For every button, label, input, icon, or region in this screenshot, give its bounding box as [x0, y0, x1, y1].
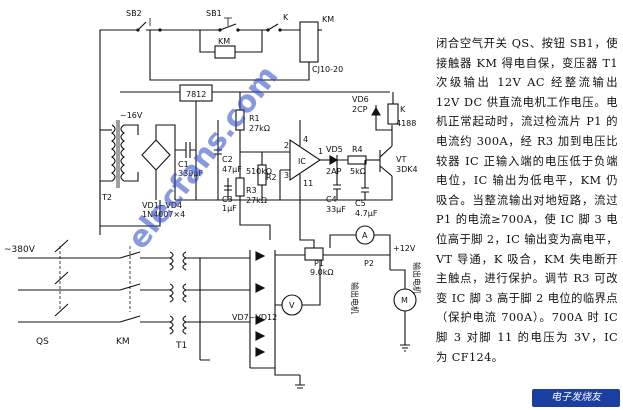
label-t2: T2: [101, 193, 112, 202]
label-vd5-type: 2AP: [326, 167, 342, 176]
label-ammeter: A: [362, 231, 368, 240]
label-r4: R4: [352, 145, 363, 154]
label-motor-desc: 输出电机: [412, 262, 422, 294]
label-pin11: 11: [303, 179, 313, 188]
label-r2-name: R2: [266, 173, 277, 182]
t2-power-supply: [99, 120, 300, 235]
label-pin2: 2: [284, 141, 289, 150]
component-labels: SB2 SB1 K KM KM CJ10-20 7812 R1 27kΩ ~16…: [4, 9, 422, 351]
label-380v: ~380V: [4, 245, 36, 255]
description-text: 闭合空气开关 QS、按钮 SB1，使接触器 KM 得电自保，变压器 T1 次级输…: [436, 37, 618, 364]
label-qs: QS: [36, 337, 49, 347]
label-c4-val: 33μF: [326, 205, 346, 214]
label-vd1-4: VD1~VD4: [142, 201, 182, 210]
label-k-top: K: [283, 13, 289, 22]
label-c3-val: 1μF: [222, 204, 237, 213]
label-t1: T1: [175, 341, 187, 351]
site-logo: 电子发烧友: [532, 389, 620, 407]
comparator-section: [100, 92, 399, 240]
label-c2-val: 47μF: [222, 165, 242, 174]
label-r1-val: 27kΩ: [249, 124, 270, 133]
label-c2: C2: [222, 155, 233, 164]
label-ic: IC: [298, 157, 306, 166]
label-load-desc: 输出电机: [350, 282, 360, 314]
label-vd1-4-type: 1N4007×4: [142, 210, 185, 219]
label-c5: C5: [355, 199, 366, 208]
main-power-circuit: [18, 200, 417, 389]
label-cj-type: CJ10-20: [312, 65, 343, 74]
label-vd7-12: VD7~VD12: [232, 313, 277, 322]
label-r2: 510kΩ: [246, 167, 272, 176]
label-km-relay: KM: [218, 37, 230, 46]
label-r3-val: 27kΩ: [246, 196, 267, 205]
label-vd6: VD6: [352, 95, 369, 104]
label-r1: R1: [249, 114, 260, 123]
control-loop: [99, 17, 390, 200]
label-motor: M: [401, 296, 408, 305]
label-vt-type: 3DK4: [396, 165, 418, 174]
label-p1-val: 9.0kΩ: [310, 268, 333, 277]
label-pin4: 4: [303, 135, 308, 144]
label-7812: 7812: [186, 90, 206, 99]
circuit-diagram: SB2 SB1 K KM KM CJ10-20 7812 R1 27kΩ ~16…: [4, 9, 422, 389]
label-c3: C3: [222, 195, 233, 204]
label-r3: R3: [246, 186, 257, 195]
label-vd6-type: 2CP: [352, 105, 368, 114]
label-plus12: +12V: [393, 244, 416, 253]
label-p1: P1: [314, 259, 324, 268]
label-c4: C4: [326, 195, 337, 204]
label-vt: VT: [396, 155, 406, 164]
label-pin1: 1: [318, 147, 323, 156]
label-pin3: 3: [284, 171, 289, 180]
label-c1-val: 330μF: [178, 169, 203, 178]
label-c5-val: 4.7μF: [355, 209, 378, 218]
label-sb2: SB2: [126, 9, 142, 18]
label-k-relay: K: [400, 105, 406, 114]
label-voltmeter: V: [289, 301, 295, 310]
label-km-top: KM: [322, 15, 334, 24]
label-r4-val: 5kΩ: [350, 167, 366, 176]
label-k-relay-type: 4188: [396, 119, 416, 128]
label-vd5: VD5: [326, 145, 343, 154]
label-sb1: SB1: [206, 9, 222, 18]
label-p2: P2: [364, 259, 374, 268]
label-16v: ~16V: [120, 111, 143, 120]
label-c1: C1: [178, 160, 189, 169]
label-km-main: KM: [116, 337, 130, 347]
